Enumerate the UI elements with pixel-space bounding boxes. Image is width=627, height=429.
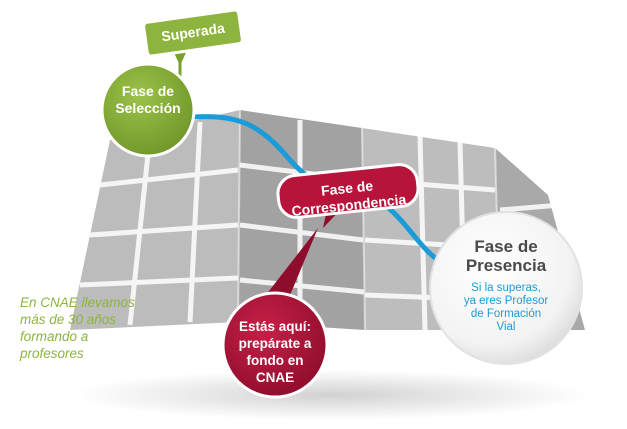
cnae-line-4: profesores (20, 346, 84, 361)
fase-presencia-title: Fase de Presencia (436, 237, 576, 275)
cnae-line-2: más de 30 años (20, 312, 117, 327)
fase-seleccion-line-1: Fase de (121, 83, 175, 99)
fase-presencia-subtitle: Si la superas, ya eres Profesor de Forma… (436, 282, 576, 334)
fase-presencia-sub-line-1: Si la superas, (471, 282, 541, 294)
correspondencia-pin (276, 163, 420, 228)
estas-aqui-line-1: Estás aquí: (238, 319, 312, 334)
fase-presencia-sub-line-4: Vial (496, 321, 516, 333)
estas-aqui-line-4: CNAE (255, 370, 295, 385)
cnae-tagline: En CNAE llevamos más de 30 años formando… (20, 294, 200, 362)
estas-aqui-pin (221, 228, 329, 399)
estas-aqui-line-3: fondo en (246, 353, 304, 368)
fase-presencia-sub-line-2: ya eres Profesor (463, 295, 549, 307)
estas-aqui-label: Estás aquí: prepárate a fondo en CNAE (226, 318, 324, 386)
fase-seleccion-line-2: Selección (115, 100, 181, 116)
fase-seleccion-label: Fase de Selección (100, 83, 196, 117)
cnae-line-3: formando a (20, 329, 89, 344)
fase-presencia-title-line-1: Fase de (474, 237, 538, 256)
fase-presencia-sub-line-3: de Formación (470, 308, 542, 320)
seleccion-circle (100, 62, 196, 158)
map-shadow (70, 370, 590, 420)
cnae-line-1: En CNAE llevamos (20, 295, 135, 310)
fase-presencia-title-line-2: Presencia (465, 256, 547, 275)
estas-aqui-line-2: prepárate a (238, 336, 312, 351)
presencia-circle (429, 211, 583, 365)
